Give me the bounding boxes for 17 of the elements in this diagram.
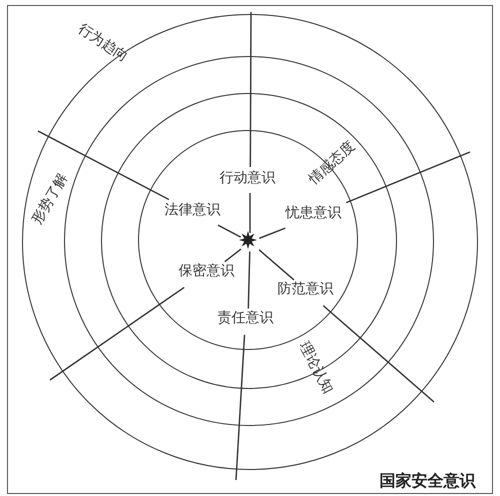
ring-label: 理论认知	[296, 340, 336, 396]
awareness-label: 责任意识	[208, 308, 284, 330]
awareness-label: 防范意识	[268, 278, 344, 300]
ring-label: 行为趋向	[75, 21, 131, 65]
spoke-line	[249, 193, 251, 233]
spoke-line	[218, 224, 242, 238]
awareness-label: 法律意识	[154, 200, 230, 222]
spoke-line	[259, 227, 286, 239]
ring-label: 形势了解	[28, 170, 70, 227]
spoke-line	[248, 251, 250, 309]
spoke-line	[258, 249, 294, 280]
awareness-label: 忧患意识	[276, 202, 352, 224]
awareness-label: 保密意识	[168, 260, 244, 282]
spoke-line	[224, 248, 242, 262]
awareness-label: 行动意识	[210, 168, 286, 190]
title-label: 国家安全意识	[380, 472, 476, 488]
starburst-icon	[238, 230, 256, 248]
